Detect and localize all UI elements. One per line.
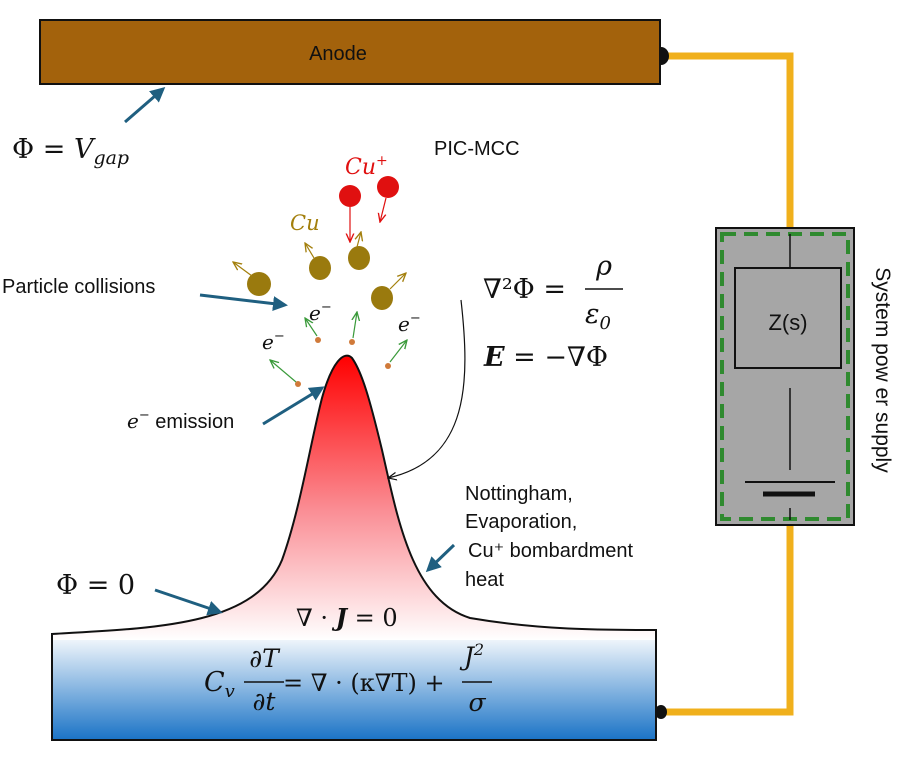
field-coupling-arrow — [388, 299, 466, 478]
top-wire — [662, 52, 794, 228]
impedance-label: Z(s) — [768, 310, 807, 335]
cathode-terminal — [655, 705, 667, 719]
emission-label: e− emission — [127, 408, 234, 433]
electron-3-arrow — [353, 312, 357, 339]
electron-label-right: e− — [398, 311, 421, 336]
heat-sources-line4: heat — [465, 569, 504, 591]
electron-2-arrow — [305, 318, 318, 337]
electron-4-arrow — [389, 340, 407, 363]
emission-arrow — [262, 386, 325, 426]
anode-potential-arrow — [124, 87, 166, 124]
electron-label-mid: e− — [309, 300, 332, 325]
electron-1-arrow — [270, 360, 297, 383]
anode-plate — [39, 19, 661, 85]
cu-atom-3 — [348, 246, 370, 270]
anode-label: Anode — [309, 43, 367, 65]
current-continuity-equation: ∇ · J = 0 — [296, 603, 398, 632]
anode-potential-label: Φ = Vgap — [12, 134, 129, 169]
cu-atom-1-arrow — [233, 262, 253, 277]
heat-sources-arrow — [425, 543, 456, 573]
heat-sources-line1: Nottingham, — [465, 483, 573, 505]
anode: Anode — [39, 19, 661, 85]
heat-equation-cv: Cv — [204, 667, 235, 702]
electron-4 — [385, 363, 391, 369]
pic-mcc-label: PIC-MCC — [434, 138, 520, 160]
impedance-box — [734, 267, 842, 369]
poisson-denominator: ε0 — [585, 299, 611, 334]
power-supply-side-label: System pow er supply — [871, 267, 894, 473]
cu-ion-1 — [339, 185, 361, 207]
cu-atom-4 — [371, 286, 393, 310]
power-supply-dashed-border — [720, 232, 850, 521]
heat-equation-mid: = ∇ · (κ∇T) + — [283, 669, 445, 697]
cu-atom-4-arrow — [389, 273, 406, 290]
cathode — [51, 354, 657, 741]
emitter-tip — [52, 355, 656, 640]
heat-equation-jsq: J2 — [459, 640, 484, 671]
heat-sources-line2: Evaporation, — [465, 511, 577, 533]
cathode-potential-label: Φ = 0 — [56, 570, 135, 601]
cathode-body — [52, 632, 656, 740]
power-supply: Z(s) — [715, 227, 855, 526]
poisson-equation-lhs: ∇²Φ = — [483, 274, 566, 305]
cu-atom-label: Cu — [290, 211, 320, 235]
electron-3 — [349, 339, 355, 345]
heat-sources-line3: Cu⁺ bombardment — [468, 540, 634, 562]
cu-ion-2 — [377, 176, 399, 198]
poisson-numerator: ρ — [595, 251, 612, 282]
cu-atom-3-arrow — [357, 232, 361, 248]
cu-atom-2 — [309, 256, 331, 280]
heat-equation-den: ∂t — [253, 687, 277, 716]
electron-2 — [315, 337, 321, 343]
electron-1 — [295, 381, 301, 387]
bottom-wire — [664, 525, 794, 716]
efield-equation: E = −∇Φ — [483, 342, 608, 373]
particle-collisions-arrow — [199, 293, 288, 312]
cathode-outline — [51, 354, 657, 741]
electron-label-left: e− — [262, 329, 285, 354]
cathode-potential-arrow — [154, 588, 223, 616]
heat-equation-sigma: σ — [468, 688, 486, 717]
particle-collisions-label: Particle collisions — [2, 276, 155, 298]
cu-ion-label: Cu+ — [345, 153, 388, 180]
cu-atom-2-arrow — [305, 243, 315, 259]
cu-atom-1 — [247, 272, 271, 296]
cu-ion-2-arrow — [380, 197, 387, 222]
heat-equation-num: ∂T — [249, 644, 281, 673]
